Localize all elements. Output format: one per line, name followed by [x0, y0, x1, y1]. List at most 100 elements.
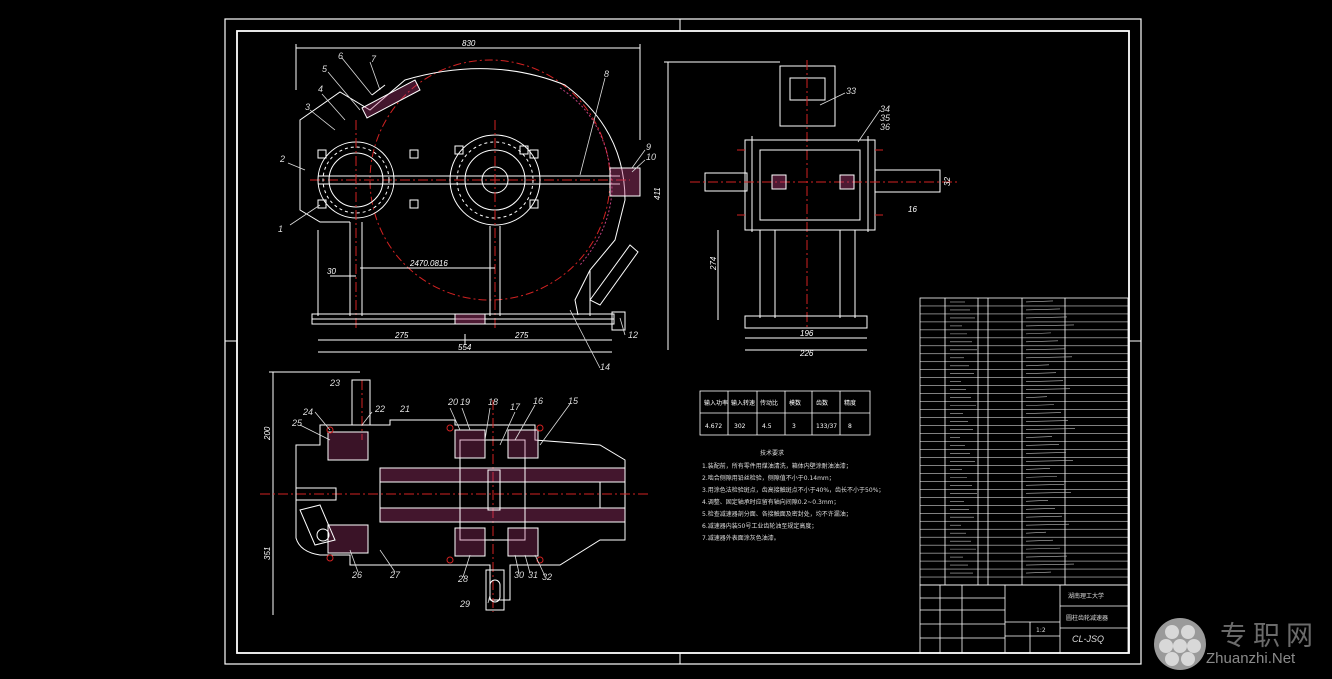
top-callouts — [299, 403, 571, 604]
svg-text:3: 3 — [792, 423, 796, 430]
svg-text:30: 30 — [514, 570, 524, 580]
side-part-numbers: 33 34 35 36 — [846, 86, 891, 132]
parts-list-entry-mark — [1025, 523, 1070, 526]
svg-text:8: 8 — [848, 423, 852, 430]
svg-text:36: 36 — [880, 122, 890, 132]
dim-shaft-dia: 32 — [943, 177, 952, 186]
side-callouts — [819, 92, 881, 143]
front-dims: 830 554 275 275 2470.0816 30 — [327, 39, 529, 352]
svg-text:3: 3 — [305, 102, 310, 112]
tech-requirements: 技术要求 1.装配前，所有零件用煤油清洗，箱体内壁涂耐油油漆； 2.啮合侧隙用铅… — [702, 449, 884, 542]
parts-list-entry-mark — [1025, 324, 1075, 327]
svg-text:3.用涂色法检验斑点，齿高接触斑点不小于40%，齿长不小于5: 3.用涂色法检验斑点，齿高接触斑点不小于40%，齿长不小于50%； — [702, 486, 884, 494]
svg-text:28: 28 — [457, 574, 468, 584]
zone-ticks — [225, 19, 1141, 664]
watermark: 专职网 Zhuanzhi.Net — [1150, 612, 1332, 679]
svg-text:模数: 模数 — [789, 399, 801, 407]
dim-half-right: 275 — [514, 331, 529, 340]
svg-text:输入功率: 输入功率 — [704, 399, 728, 407]
front-part-numbers: 1 2 3 4 5 6 7 8 9 10 12 14 — [278, 51, 656, 372]
parts-list-entry-mark — [1025, 332, 1052, 335]
svg-text:31: 31 — [528, 570, 538, 580]
parts-list-entry-mark — [1025, 356, 1073, 359]
front-callouts — [287, 57, 646, 369]
parts-list-entry-mark — [1025, 388, 1071, 390]
svg-text:5.检查减速器剖分面、各接触面及密封处，均不许漏油；: 5.检查减速器剖分面、各接触面及密封处，均不许漏油； — [702, 510, 852, 518]
parts-list-entry-mark — [1025, 420, 1069, 422]
svg-text:传动比: 传动比 — [760, 399, 778, 407]
svg-text:302: 302 — [734, 423, 746, 430]
parts-list-entry-mark — [1025, 547, 1061, 550]
svg-text:20: 20 — [447, 397, 458, 407]
svg-text:4.5: 4.5 — [762, 423, 772, 430]
title-code: CL-JSQ — [1072, 634, 1104, 644]
svg-text:9: 9 — [646, 142, 651, 152]
svg-text:10: 10 — [646, 152, 656, 162]
parts-list-entry-mark — [1025, 571, 1052, 574]
spec-table-text: 输入功率 输入转速 传动比 模数 齿数 精度 4.672 302 4.5 3 1… — [704, 399, 856, 430]
parts-list-entry-mark — [1025, 499, 1049, 502]
svg-text:16: 16 — [533, 396, 543, 406]
parts-list-entry-mark — [1025, 476, 1058, 478]
title-block-text: 湖南理工大学 圆柱齿轮减速器 1:2 — [1036, 592, 1108, 634]
parts-list-entry-mark — [1025, 539, 1054, 542]
parts-list-entry-mark — [1025, 348, 1066, 351]
dim-top-depth: 200 — [263, 426, 272, 441]
parts-list-entry-mark — [1025, 316, 1068, 319]
parts-list-rows — [920, 300, 1128, 578]
svg-text:输入转速: 输入转速 — [731, 399, 755, 407]
dim-top-height: 351 — [263, 547, 272, 560]
svg-text:8: 8 — [604, 69, 609, 79]
top-part-numbers: 23 22 21 24 25 20 19 18 17 16 15 26 27 2… — [291, 378, 579, 609]
svg-text:6: 6 — [338, 51, 343, 61]
parts-list-entry-mark — [1025, 452, 1067, 454]
dim-key: 16 — [908, 205, 917, 214]
title-block — [919, 584, 1129, 654]
svg-text:12: 12 — [628, 330, 638, 340]
svg-text:4: 4 — [318, 84, 323, 94]
parts-list-entry-mark — [1025, 300, 1054, 303]
dim-front-width: 554 — [458, 343, 472, 352]
parts-list-entry-mark — [1025, 460, 1074, 462]
parts-list-entry-mark — [1025, 364, 1050, 367]
svg-text:7: 7 — [371, 54, 377, 64]
top-view — [260, 371, 650, 615]
svg-text:17: 17 — [510, 402, 521, 412]
svg-text:1: 1 — [278, 224, 283, 234]
svg-text:14: 14 — [600, 362, 610, 372]
dim-side-base: 226 — [799, 349, 814, 358]
svg-text:19: 19 — [460, 397, 470, 407]
svg-text:7.减速器外表面涂灰色油漆。: 7.减速器外表面涂灰色油漆。 — [702, 534, 780, 542]
parts-list-entry-mark — [1025, 340, 1059, 343]
parts-list-entry-mark — [1025, 308, 1061, 311]
sheet-outer-border — [224, 18, 1142, 665]
svg-text:22: 22 — [374, 404, 385, 414]
svg-text:4.672: 4.672 — [705, 423, 722, 430]
watermark-en: Zhuanzhi.Net — [1206, 650, 1296, 667]
parts-list-entry-mark — [1025, 444, 1060, 446]
parts-list-entry-mark — [1025, 428, 1076, 430]
dim-overall-width: 830 — [462, 39, 476, 48]
title-drawing-name: 圆柱齿轮减速器 — [1066, 614, 1108, 622]
dim-half-left: 275 — [394, 331, 409, 340]
svg-text:2: 2 — [279, 154, 285, 164]
svg-text:4.调整、固定轴承时应留有轴向间隙0.2~0.3mm；: 4.调整、固定轴承时应留有轴向间隙0.2~0.3mm； — [702, 498, 840, 506]
watermark-logo-icon — [1154, 618, 1206, 670]
parts-list-entry-mark — [1025, 484, 1065, 486]
parts-list-entry-mark — [1025, 507, 1056, 510]
svg-text:33: 33 — [846, 86, 856, 96]
svg-text:2.啮合侧隙用铅丝检验，侧隙值不小于0.14mm；: 2.啮合侧隙用铅丝检验，侧隙值不小于0.14mm； — [702, 474, 835, 482]
side-view — [664, 60, 960, 351]
svg-text:精度: 精度 — [844, 399, 856, 407]
svg-text:35: 35 — [880, 113, 891, 123]
parts-list-entry-mark — [1025, 468, 1051, 470]
watermark-cn: 专职网 — [1220, 621, 1319, 652]
parts-list-entry-mark — [1025, 563, 1075, 566]
svg-text:27: 27 — [389, 570, 401, 580]
top-dims: 200 351 — [263, 426, 272, 560]
svg-text:29: 29 — [459, 599, 470, 609]
parts-list-entry-mark — [1025, 372, 1057, 375]
parts-list-entry-mark — [1025, 531, 1047, 534]
svg-text:26: 26 — [351, 570, 362, 580]
